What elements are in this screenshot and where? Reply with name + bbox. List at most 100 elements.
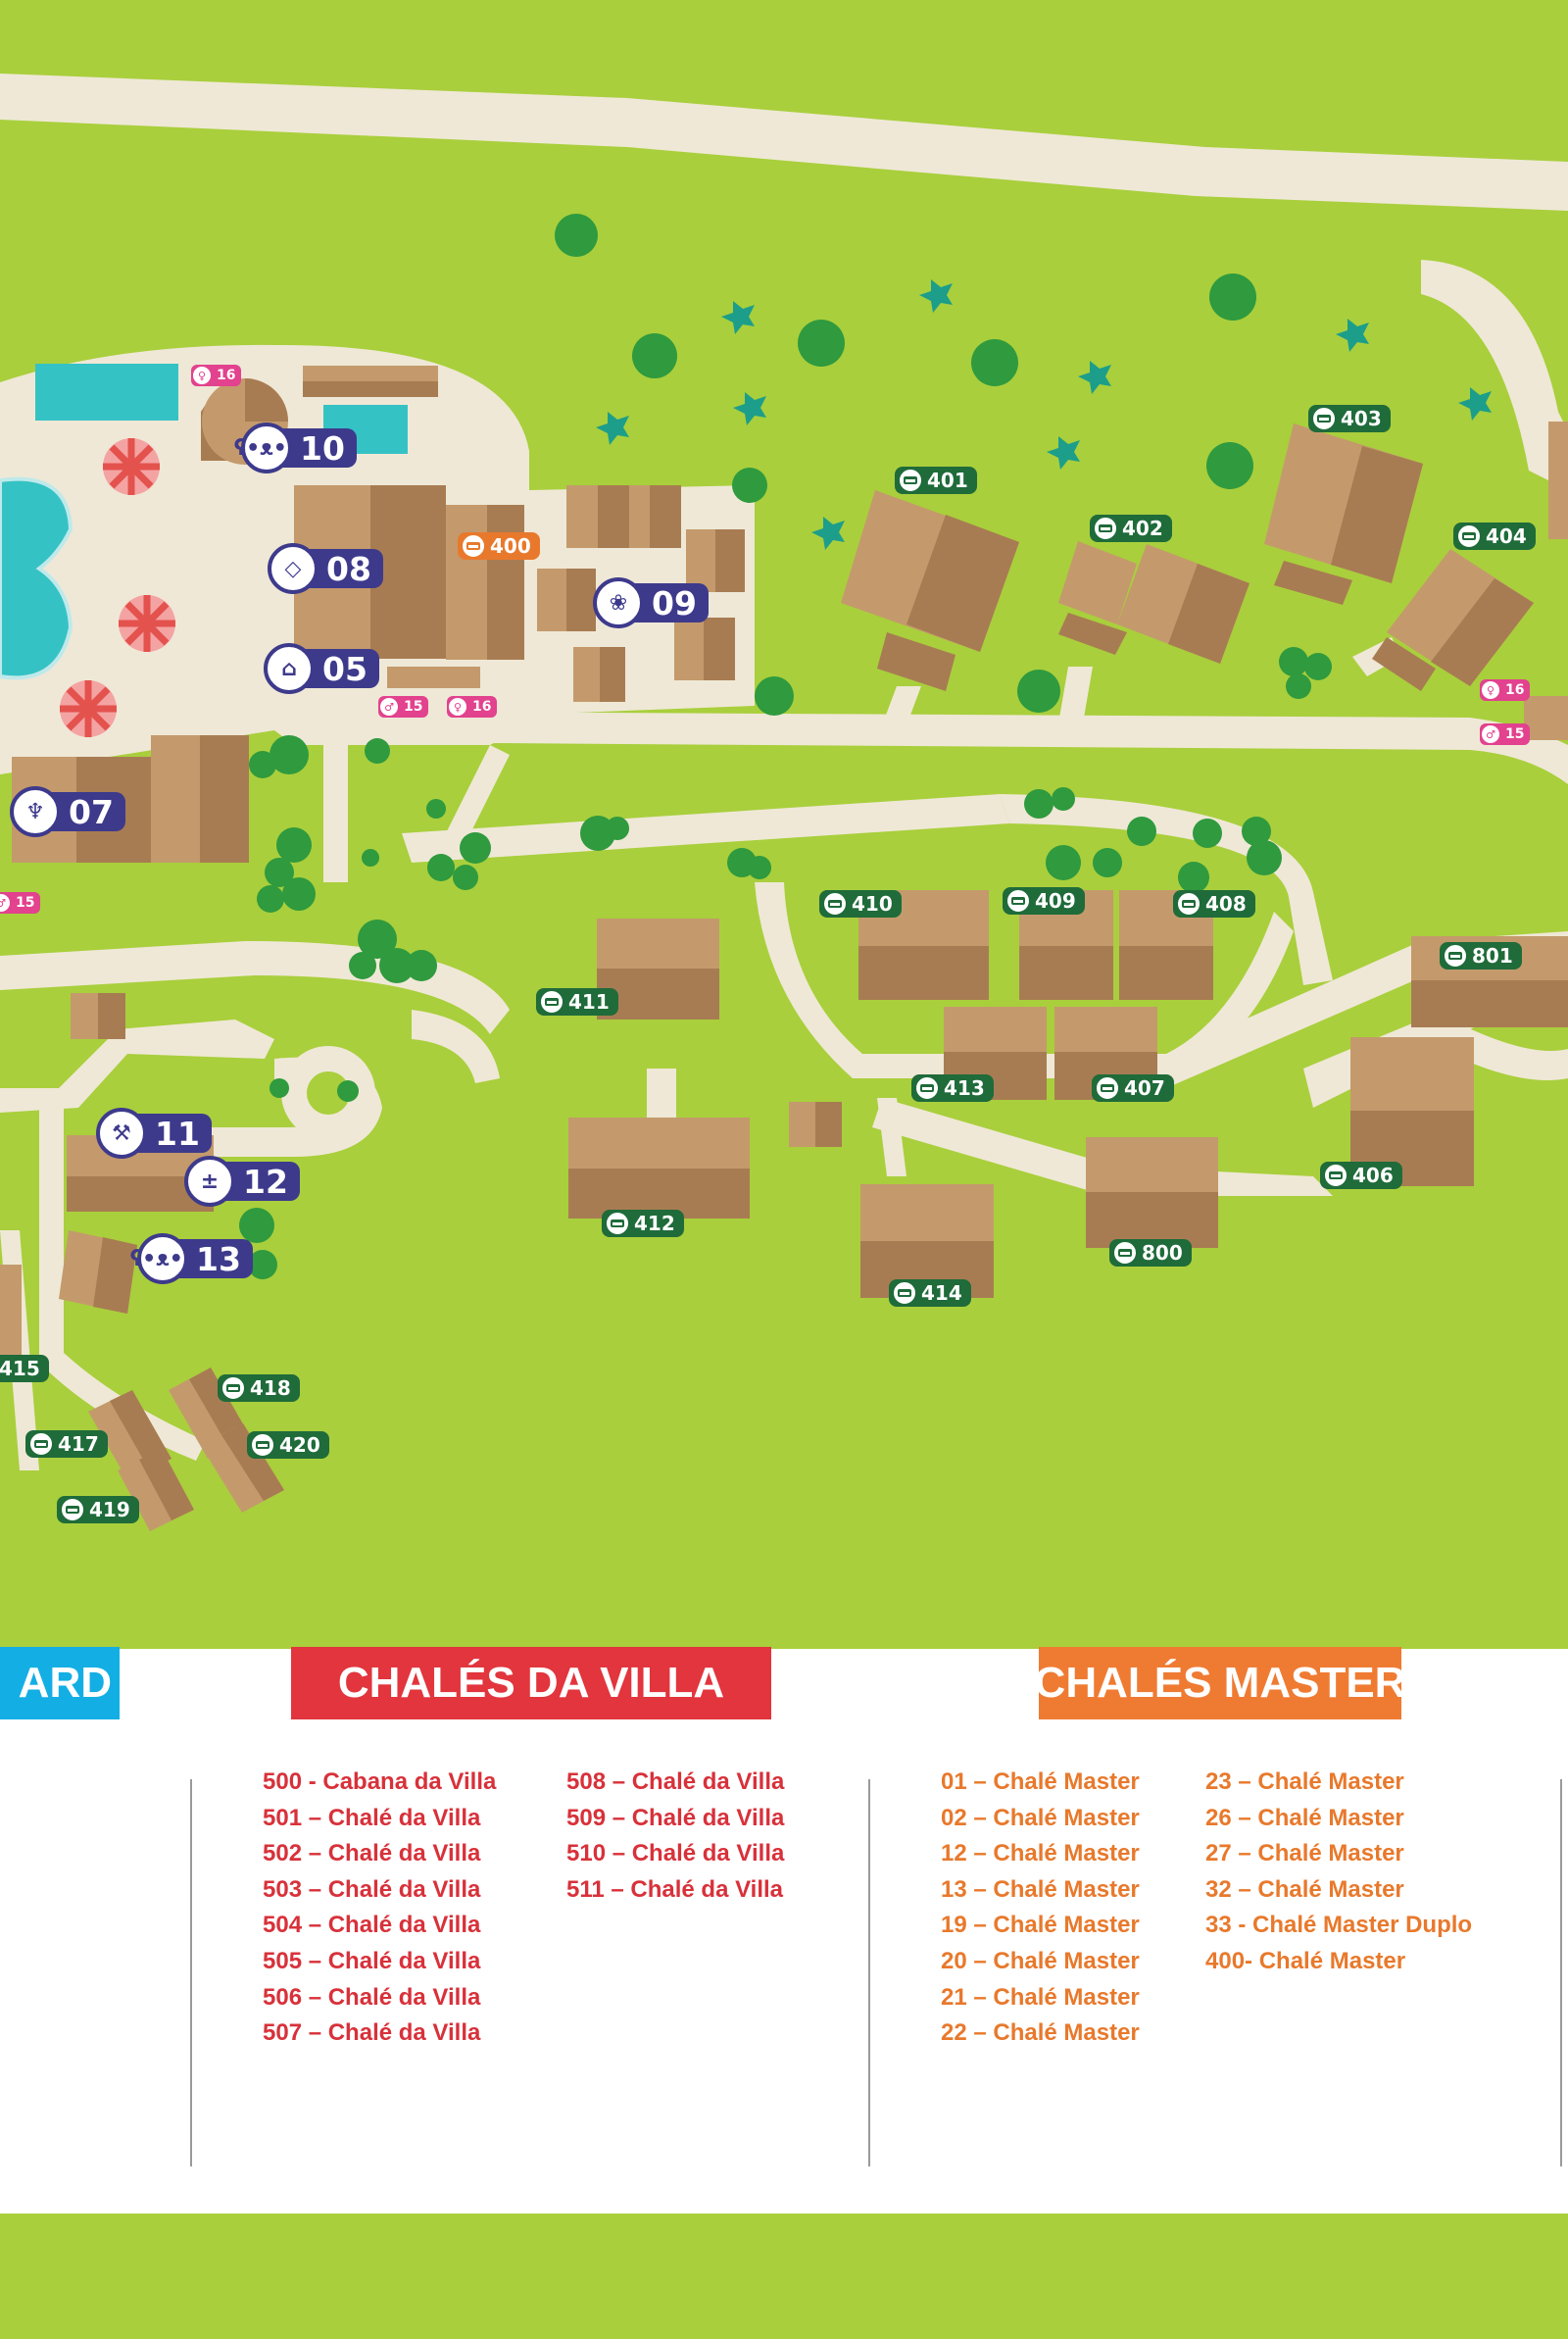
bed-icon: [1176, 891, 1201, 917]
diamond-icon: ◇: [268, 543, 318, 594]
legend-divider: [190, 1779, 192, 2166]
teddy-bear-icon: ʕ•ᴥ•ʔ: [130, 1233, 195, 1284]
room-marker-408[interactable]: 408: [1173, 890, 1255, 918]
bed-icon: [250, 1432, 275, 1458]
bed-icon: [220, 1375, 246, 1401]
room-marker-418[interactable]: 418: [218, 1374, 300, 1402]
list-item: 503 – Chalé da Villa: [263, 1875, 481, 1903]
room-marker-404[interactable]: 404: [1453, 523, 1536, 550]
service-icon: ♀: [1480, 679, 1501, 701]
service-marker-15[interactable]: ♂15: [378, 696, 429, 718]
bed-icon: [1443, 943, 1468, 969]
room-marker-411[interactable]: 411: [536, 988, 618, 1016]
list-item: 32 – Chalé Master: [1205, 1875, 1404, 1903]
list-item: 27 – Chalé Master: [1205, 1840, 1404, 1867]
calculator-icon: ±: [184, 1156, 235, 1207]
list-item: 20 – Chalé Master: [941, 1947, 1140, 1974]
list-item: 510 – Chalé da Villa: [566, 1840, 785, 1867]
room-marker-412[interactable]: 412: [602, 1210, 684, 1237]
master-header: CHALÉS MASTER: [1039, 1647, 1401, 1719]
footer-band: [0, 2214, 1568, 2339]
list-item: 22 – Chalé Master: [941, 2019, 1140, 2047]
list-item: 02 – Chalé Master: [941, 1804, 1140, 1831]
room-marker-419[interactable]: 419: [57, 1496, 139, 1523]
bed-icon: [1323, 1163, 1348, 1188]
room-marker-407[interactable]: 407: [1092, 1074, 1174, 1102]
list-item: 12 – Chalé Master: [941, 1840, 1140, 1867]
master-list-2: 23 – Chalé Master 26 – Chalé Master 27 –…: [1205, 1765, 1472, 1980]
room-marker-400[interactable]: 400: [458, 532, 540, 560]
standard-header: ARD: [0, 1647, 120, 1719]
bed-icon: [1456, 523, 1482, 549]
list-item: 26 – Chalé Master: [1205, 1804, 1404, 1831]
bed-icon: [461, 533, 486, 559]
room-marker-420[interactable]: 420: [247, 1431, 329, 1459]
poi-marker-08[interactable]: ◇08: [268, 543, 383, 594]
villa-list-1: 500 - Cabana da Villa 501 – Chalé da Vil…: [263, 1765, 496, 2052]
room-marker-401[interactable]: 401: [895, 467, 977, 494]
service-marker-16[interactable]: ♀16: [191, 365, 242, 386]
dumbbell-icon: ⚒: [96, 1108, 147, 1159]
list-item: 01 – Chalé Master: [941, 1768, 1140, 1795]
room-marker-801[interactable]: 801: [1440, 942, 1522, 970]
poi-marker-05[interactable]: ⌂05: [264, 643, 379, 694]
list-item: 33 - Chalé Master Duplo: [1205, 1912, 1473, 1939]
list-item: 506 – Chalé da Villa: [263, 1983, 481, 2011]
list-item: 505 – Chalé da Villa: [263, 1947, 481, 1974]
poi-marker-11[interactable]: ⚒11: [96, 1108, 212, 1159]
list-item: 509 – Chalé da Villa: [566, 1804, 785, 1831]
restroom-icon: ♂: [0, 892, 12, 914]
list-item: 511 – Chalé da Villa: [566, 1875, 784, 1903]
poi-marker-07[interactable]: ♆07: [10, 786, 125, 837]
service-marker-16[interactable]: ♀16: [1480, 679, 1531, 701]
service-marker-15[interactable]: ♂15: [0, 892, 41, 914]
poi-marker-09[interactable]: ❀09: [593, 577, 709, 628]
bed-icon: [1005, 888, 1031, 914]
list-item: 501 – Chalé da Villa: [263, 1804, 481, 1831]
room-marker-403[interactable]: 403: [1308, 405, 1391, 432]
room-marker-402[interactable]: 402: [1090, 515, 1172, 542]
bed-icon: [914, 1075, 940, 1101]
bed-icon: [892, 1280, 917, 1306]
bed-icon: [605, 1211, 630, 1236]
bed-icon: [1093, 516, 1118, 541]
legend-divider: [1560, 1779, 1562, 2166]
map-background: [0, 74, 1568, 1531]
list-item: 400- Chalé Master: [1205, 1947, 1406, 1974]
room-marker-409[interactable]: 409: [1003, 887, 1085, 915]
lotus-icon: ❀: [593, 577, 644, 628]
restroom-icon: ♂: [1480, 723, 1501, 745]
master-list-1: 01 – Chalé Master 02 – Chalé Master 12 –…: [941, 1765, 1140, 2052]
bed-icon: [1112, 1240, 1138, 1266]
bed-icon: [1311, 406, 1337, 431]
service-marker-15[interactable]: ♂15: [1480, 723, 1531, 745]
service-marker-16[interactable]: ♀16: [447, 696, 498, 718]
list-item: 507 – Chalé da Villa: [263, 2019, 481, 2047]
service-icon: ♀: [447, 696, 468, 718]
list-item: 500 - Cabana da Villa: [263, 1768, 497, 1795]
room-marker-406[interactable]: 406: [1320, 1162, 1402, 1189]
list-item: 13 – Chalé Master: [941, 1875, 1140, 1903]
list-item: 508 – Chalé da Villa: [566, 1768, 785, 1795]
room-marker-417[interactable]: 417: [25, 1430, 108, 1458]
villa-list-2: 508 – Chalé da Villa 509 – Chalé da Vill…: [566, 1765, 784, 1908]
bed-icon: [898, 468, 923, 493]
room-marker-800[interactable]: 800: [1109, 1239, 1192, 1267]
bed-icon: [28, 1431, 54, 1457]
bed-icon: [822, 891, 848, 917]
room-marker-414[interactable]: 414: [889, 1279, 971, 1307]
list-item: 504 – Chalé da Villa: [263, 1912, 481, 1939]
bed-icon: [539, 989, 564, 1015]
teddy-bear-icon: ʕ•ᴥ•ʔ: [234, 423, 299, 473]
service-icon: ♀: [191, 365, 213, 386]
list-item: 21 – Chalé Master: [941, 1983, 1140, 2011]
bed-icon: [60, 1497, 85, 1522]
room-marker-413[interactable]: 413: [911, 1074, 994, 1102]
restroom-icon: ♂: [378, 696, 400, 718]
room-marker-410[interactable]: 410: [819, 890, 902, 918]
villa-header: CHALÉS DA VILLA: [291, 1647, 771, 1719]
poi-marker-12[interactable]: ±12: [184, 1156, 300, 1207]
room-marker-415[interactable]: 415: [0, 1355, 49, 1382]
